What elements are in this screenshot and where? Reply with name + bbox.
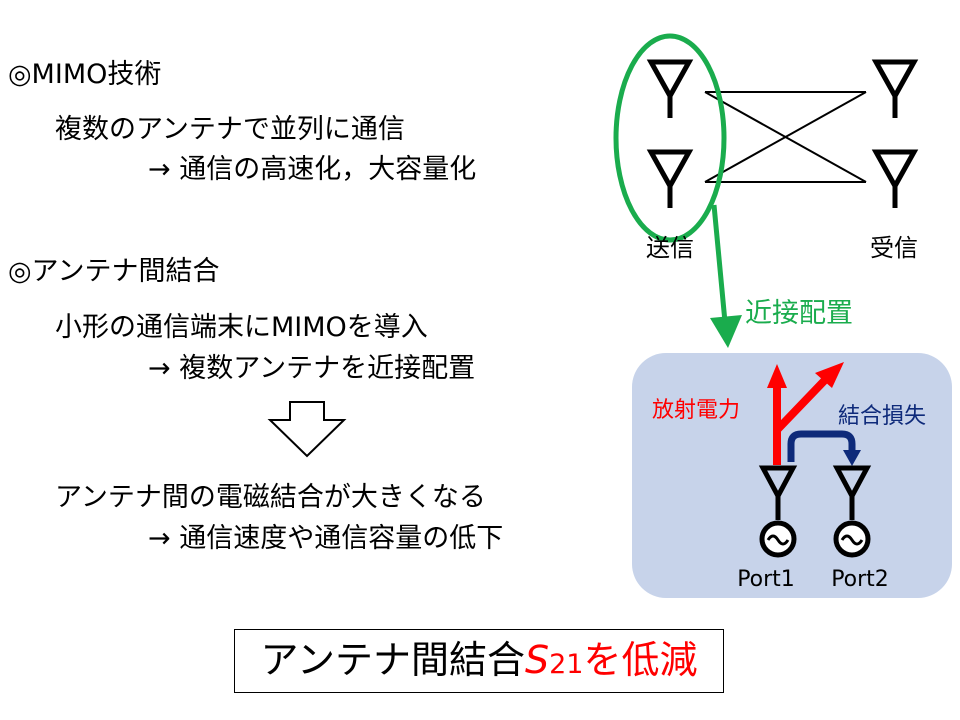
coupling-line-1: 小形の通信端末にMIMOを導入 xyxy=(55,312,428,343)
coupling-heading: ◎アンテナ間結合 xyxy=(8,256,220,287)
rx-antenna-bottom-icon xyxy=(871,149,919,208)
coupling-loss-label: 結合損失 xyxy=(838,404,926,429)
coupling-line-2: → 複数アンテナを近接配置 xyxy=(148,353,476,384)
detail-panel xyxy=(632,353,952,598)
conclusion-box: アンテナ間結合S21を低減 xyxy=(234,629,724,693)
s-parameter-subscript: 21 xyxy=(549,649,584,680)
conclusion-prefix: アンテナ間結合 xyxy=(260,638,525,682)
s-parameter-symbol: S xyxy=(524,638,550,682)
port2-label: Port2 xyxy=(831,567,889,592)
green-arrow-icon xyxy=(710,204,742,348)
conclusion-suffix: を低減 xyxy=(583,638,698,682)
port2-source-icon xyxy=(833,520,871,558)
tx-antenna-bottom-icon xyxy=(646,149,694,208)
radiated-power-arrows-icon xyxy=(767,362,844,465)
signal-paths xyxy=(704,91,867,183)
radiated-power-label: 放射電力 xyxy=(652,398,740,423)
rx-label: 受信 xyxy=(870,234,918,262)
port2-antenna-icon xyxy=(832,465,872,520)
tx-highlight-ellipse xyxy=(613,33,727,243)
effect-line-1: アンテナ間の電磁結合が大きくなる xyxy=(55,482,486,513)
mimo-line-1: 複数のアンテナで並列に通信 xyxy=(55,114,405,145)
tx-antenna-top-icon xyxy=(646,59,694,118)
port1-label: Port1 xyxy=(737,567,795,592)
rx-antenna-top-icon xyxy=(871,59,919,118)
port1-source-icon xyxy=(759,520,797,558)
down-arrow-icon xyxy=(267,401,347,458)
mimo-heading: ◎MIMO技術 xyxy=(8,59,162,90)
proximity-label: 近接配置 xyxy=(745,298,853,329)
port1-antenna-icon xyxy=(758,465,798,520)
mimo-line-2: → 通信の高速化，大容量化 xyxy=(148,154,477,185)
coupling-loss-arrow-icon xyxy=(787,430,861,466)
tx-label: 送信 xyxy=(646,234,694,262)
effect-line-2: → 通信速度や通信容量の低下 xyxy=(148,523,504,554)
